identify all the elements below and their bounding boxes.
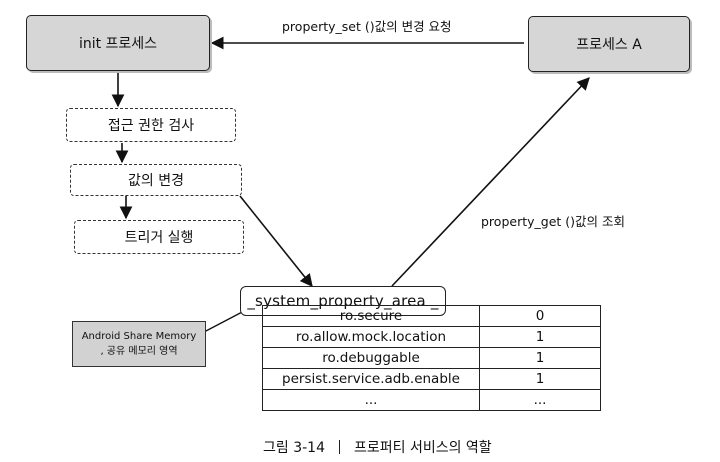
property-table: ro.secure 0 ro.allow.mock.location 1 ro.… <box>262 305 601 411</box>
table-row: ro.secure 0 <box>262 305 601 327</box>
table-row: ... ... <box>262 389 601 411</box>
property-key: ro.allow.mock.location <box>262 326 480 348</box>
shared-memory-note-line1: Android Share Memory <box>81 331 197 342</box>
property-key: ... <box>262 389 480 411</box>
process-a-box: 프로세스 A <box>528 16 690 72</box>
table-row: ro.debuggable 1 <box>262 347 601 369</box>
property-get-label: property_get ()값의 조회 <box>481 214 625 229</box>
step-trigger: 트리거 실행 <box>74 220 244 254</box>
process-a-label: 프로세스 A <box>576 37 642 53</box>
property-key: ro.secure <box>262 305 480 327</box>
step-access-check: 접근 권한 검사 <box>66 108 236 142</box>
caption-divider <box>338 440 340 454</box>
property-value: 1 <box>479 368 601 390</box>
table-row: ro.allow.mock.location 1 <box>262 326 601 348</box>
property-value: ... <box>479 389 601 411</box>
property-key: persist.service.adb.enable <box>262 368 480 390</box>
property-set-label: property_set ()값의 변경 요청 <box>282 19 452 34</box>
table-row: persist.service.adb.enable 1 <box>262 368 601 390</box>
shared-memory-note: Android Share Memory , 공유 메모리 영역 <box>72 321 206 367</box>
figure-title: 프로퍼티 서비스의 역할 <box>353 440 492 456</box>
property-key: ro.debuggable <box>262 347 480 369</box>
memory-pointer-line <box>203 309 247 333</box>
step-value-change: 값의 변경 <box>70 164 242 196</box>
step-trigger-label: 트리거 실행 <box>124 230 194 246</box>
figure-caption: 그림 3-14 프로퍼티 서비스의 역할 <box>263 437 492 457</box>
shared-memory-note-line2: , 공유 메모리 영역 <box>100 346 178 357</box>
property-get-arrow <box>391 77 590 287</box>
figure-number: 그림 3-14 <box>263 440 325 456</box>
property-value: 1 <box>479 347 601 369</box>
change-to-area-arrow <box>239 195 313 287</box>
init-process-box: init 프로세스 <box>26 15 210 71</box>
property-value: 0 <box>479 305 601 327</box>
step-access-check-label: 접근 권한 검사 <box>107 118 195 134</box>
property-value: 1 <box>479 326 601 348</box>
step-value-change-label: 값의 변경 <box>128 173 184 189</box>
init-process-label: init 프로세스 <box>78 36 158 52</box>
